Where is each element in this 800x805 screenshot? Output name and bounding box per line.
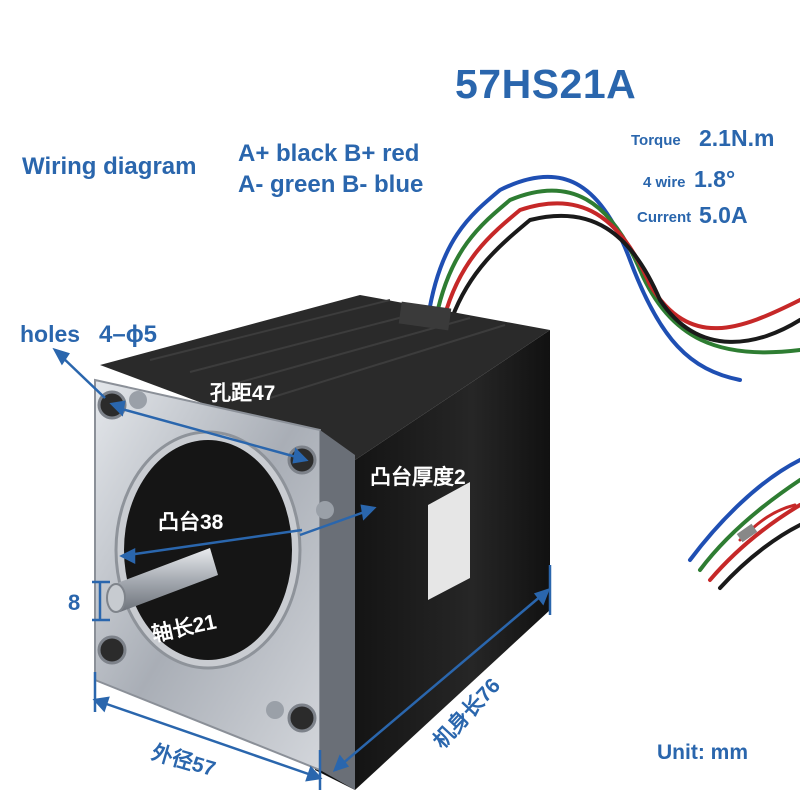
shaft-end [106, 583, 126, 613]
torque-label: Torque [631, 132, 681, 149]
product-sticker [428, 482, 470, 600]
boss-thickness-label: 凸台厚度2 [370, 466, 466, 489]
boss-diameter-label: 凸台38 [158, 511, 224, 534]
model-number: 57HS21A [455, 61, 637, 107]
hole-pitch-label: 孔距47 [210, 382, 276, 405]
wire-red-lower [708, 503, 800, 582]
wire-blue-lower [688, 458, 800, 562]
current-value: 5.0A [699, 202, 748, 228]
wire-tip [736, 523, 758, 543]
holes-value: 4–ϕ5 [99, 321, 158, 348]
body-ribs [149, 299, 506, 399]
motor-wires [426, 174, 800, 590]
wire-green-lower [698, 478, 800, 572]
wiring-diagram-title: Wiring diagram [22, 153, 197, 180]
motor-shaft [112, 548, 218, 612]
wiring-line-2: A- green B- blue [238, 171, 424, 198]
wiring-line-1: A+ black B+ red [238, 140, 420, 167]
unit-label: Unit: mm [657, 741, 748, 764]
motor-body-top [100, 295, 550, 460]
shaft-diameter-label: 8 [68, 590, 81, 615]
wire-red [442, 201, 800, 331]
step-angle-value: 1.8° [694, 166, 736, 192]
torque-value: 2.1N.m [699, 125, 775, 151]
flange-edge [320, 430, 355, 790]
holes-label: holes [20, 321, 81, 347]
mounting-holes [97, 390, 334, 733]
wire-exit-block [398, 301, 452, 331]
dimension-lines [52, 347, 552, 790]
wire-green [434, 188, 800, 355]
wire-black [450, 213, 800, 344]
wire-count-label: 4 wire [643, 174, 686, 191]
wire-blue [426, 174, 742, 382]
current-label: Current [637, 209, 692, 226]
wire-black-lower [718, 523, 800, 590]
